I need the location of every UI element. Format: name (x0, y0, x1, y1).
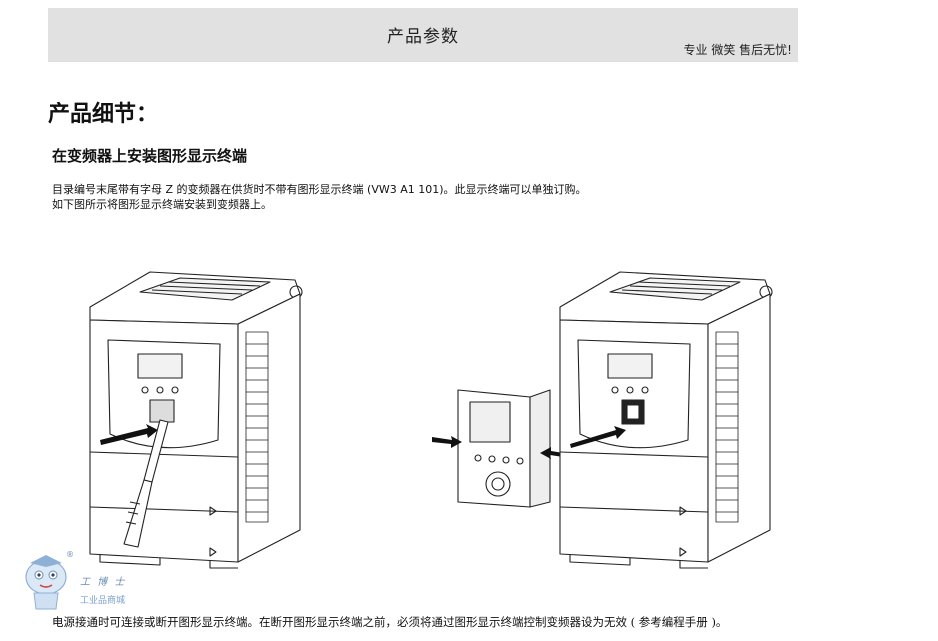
description-line-2: 如下图所示将图形显示终端安装到变频器上。 (52, 198, 272, 211)
installation-illustration (89, 271, 773, 569)
graphic-terminal-illustration (432, 389, 570, 508)
description-line-1: 目录编号末尾带有字母 Z 的变频器在供货时不带有图形显示终端 (VW3 A1 1… (52, 183, 587, 196)
drive-left-illustration (89, 271, 303, 569)
description-paragraph: 目录编号末尾带有字母 Z 的变频器在供货时不带有图形显示终端 (VW3 A1 1… (52, 182, 587, 212)
watermark-brand: 工 博 士 (80, 577, 127, 588)
subsection-title: 在变频器上安装图形显示终端 (52, 147, 248, 165)
watermark-subtitle: 工业品商城 (80, 596, 126, 606)
header-banner: 产品参数 专业 微笑 售后无忧! (48, 8, 798, 62)
banner-title: 产品参数 (387, 27, 459, 47)
figure-caption: 电源接通时可连接或断开图形显示终端。在断开图形显示终端之前，必须将通过图形显示终… (52, 615, 728, 629)
section-title: 产品细节： (48, 102, 159, 127)
drive-right-illustration (559, 271, 773, 569)
banner-slogan: 专业 微笑 售后无忧! (683, 43, 792, 57)
watermark-mascot-logo (25, 555, 67, 610)
watermark-registered-mark: ® (66, 550, 74, 559)
